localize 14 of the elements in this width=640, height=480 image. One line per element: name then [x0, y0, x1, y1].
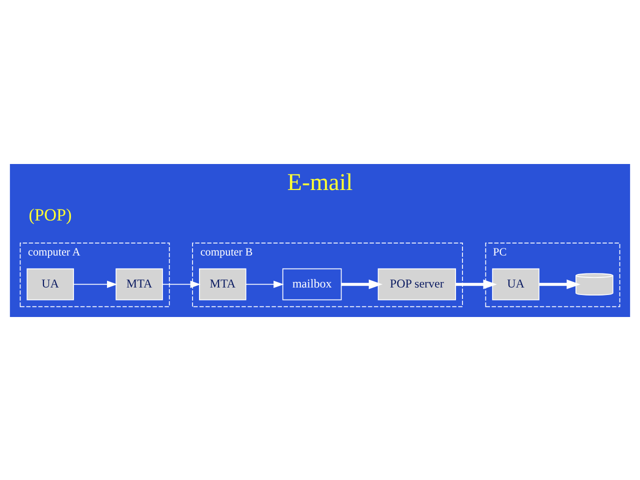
node-box: UA	[492, 268, 540, 300]
node-box: MTA	[116, 268, 163, 300]
arrow	[73, 280, 118, 288]
node-box: UA	[26, 268, 74, 300]
arrow	[341, 279, 383, 289]
arrow	[245, 280, 284, 288]
node-box: MTA	[199, 268, 246, 300]
node-box: mailbox	[282, 268, 342, 300]
arrow	[539, 279, 580, 289]
diagram-title: E-mail	[287, 170, 353, 196]
node-box: POP server	[378, 268, 456, 300]
arrow	[456, 279, 498, 289]
label: (POP)	[28, 205, 72, 224]
arrow	[162, 280, 201, 288]
